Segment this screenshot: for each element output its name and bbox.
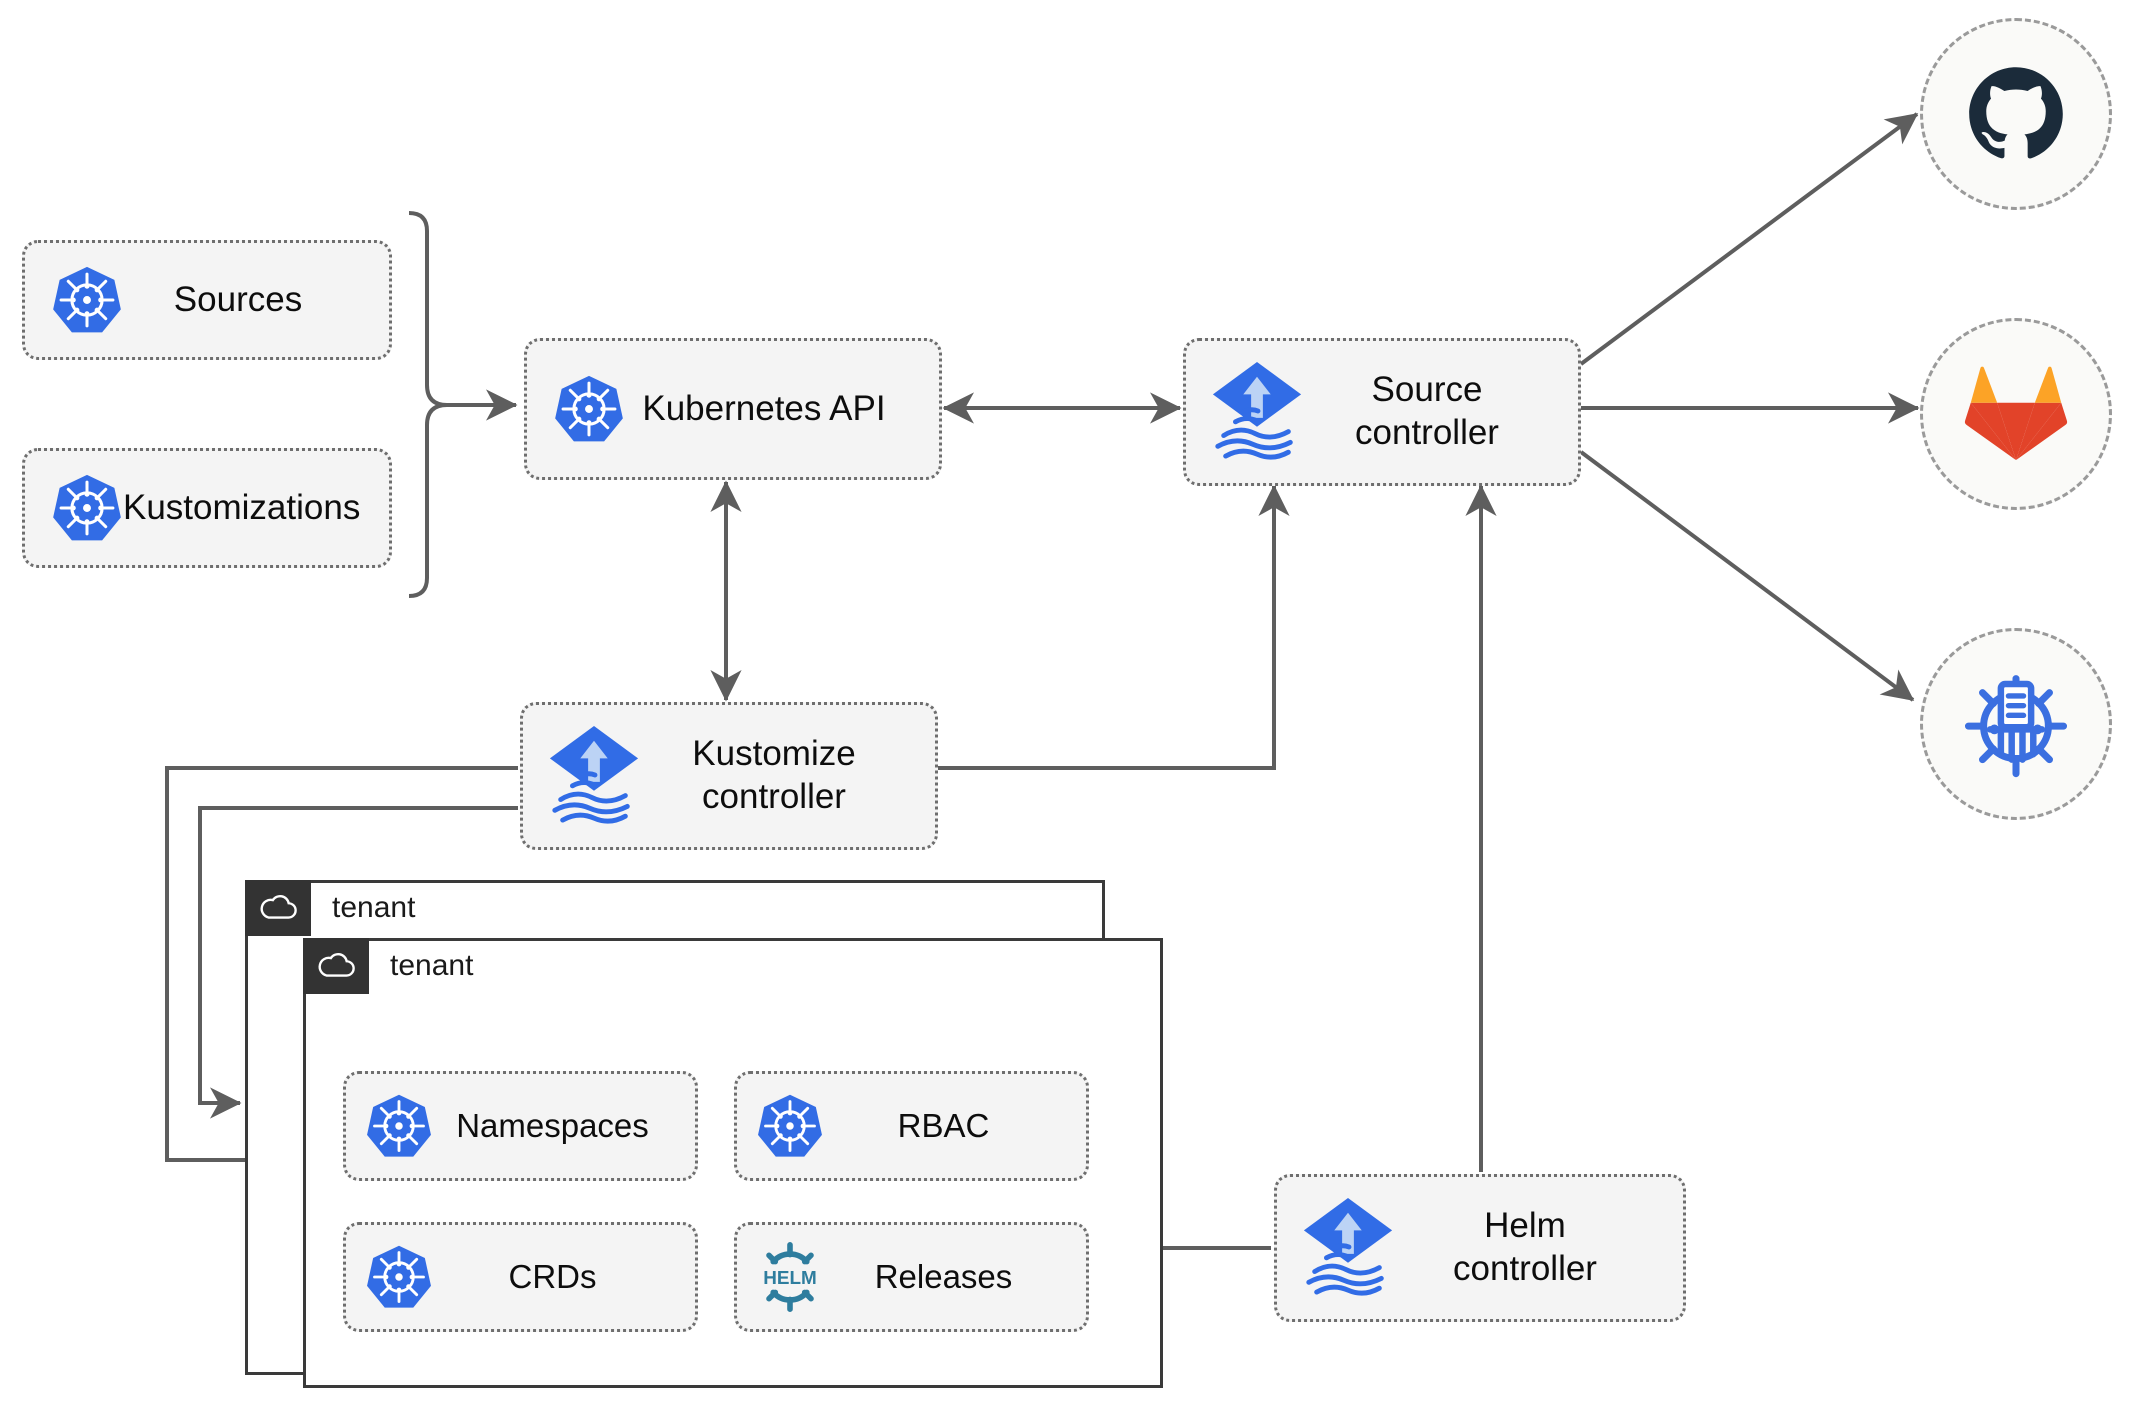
node-label-line1: Source [1371, 370, 1483, 410]
tenant-resource-crds[interactable]: CRDs [343, 1222, 698, 1332]
node-source-controller[interactable]: Source controller [1183, 338, 1581, 486]
kubernetes-icon [51, 472, 123, 544]
tenant-resource-rbac[interactable]: RBAC [734, 1071, 1089, 1181]
tenant-resource-label: RBAC [897, 1106, 990, 1144]
edge-kustomize-to-source-controller [937, 484, 1290, 770]
edge-kustomize-to-tenant-back [165, 766, 518, 1176]
tenant-name: tenant [332, 891, 416, 924]
node-label-line2: controller [702, 777, 846, 816]
tenant-resource-label: CRDs [508, 1257, 597, 1295]
helm-icon: HELM [755, 1242, 825, 1312]
node-label-source-controller: Source controller [1306, 369, 1568, 454]
tenant-name: tenant [390, 949, 474, 982]
svg-text:HELM: HELM [763, 1268, 817, 1289]
node-helm-controller[interactable]: Helm controller [1274, 1174, 1686, 1322]
resources-brace [408, 211, 448, 598]
resource-label-kustomizations: Kustomizations [123, 487, 361, 527]
tenant-resource-label: Releases [874, 1257, 1013, 1295]
node-label-line2: controller [1355, 413, 1499, 452]
flux-icon [545, 722, 643, 830]
edge-source-to-helm-registry [1579, 450, 1915, 702]
tenant-resource-releases[interactable]: HELM Releases [734, 1222, 1089, 1332]
resource-box-kustomizations[interactable]: Kustomizations [22, 448, 392, 568]
node-label-kustomize-controller: Kustomize controller [643, 733, 925, 818]
node-label-line2: controller [1453, 1249, 1597, 1288]
github-icon [1969, 67, 2063, 159]
node-label-kubernetes-api: Kubernetes API [642, 388, 886, 428]
tenant-panel-front[interactable]: tenant [303, 938, 1163, 1388]
node-label-line1: Kustomize [692, 734, 856, 774]
kubernetes-icon [553, 373, 625, 445]
edge-kustomize-to-tenant-front [198, 806, 518, 1119]
gitlab-icon [1964, 366, 2068, 461]
flux-icon [1299, 1194, 1397, 1302]
repo-gitlab[interactable] [1920, 318, 2112, 510]
node-kustomize-controller[interactable]: Kustomize controller [520, 702, 938, 850]
resource-box-sources[interactable]: Sources [22, 240, 392, 360]
resource-label-sources: Sources [173, 279, 303, 319]
kubernetes-icon [755, 1091, 825, 1161]
kubernetes-icon [364, 1242, 434, 1312]
kubernetes-icon [51, 264, 123, 336]
node-label-helm-controller: Helm controller [1397, 1205, 1673, 1290]
helm-repository-icon [1964, 675, 2068, 778]
cloud-icon [318, 952, 355, 977]
cloud-icon [260, 894, 297, 919]
tenant-tab [245, 880, 311, 936]
tenant-resource-namespaces[interactable]: Namespaces [343, 1071, 698, 1181]
repo-github[interactable] [1920, 18, 2112, 210]
edge-source-to-github [1579, 112, 1919, 366]
tenant-tab [303, 938, 369, 994]
flux-icon [1208, 358, 1306, 466]
node-label-line1: Helm [1484, 1206, 1566, 1246]
tenant-resource-label: Namespaces [456, 1106, 649, 1144]
kubernetes-icon [364, 1091, 434, 1161]
repo-helm-registry[interactable] [1920, 628, 2112, 820]
node-kubernetes-api[interactable]: Kubernetes API [524, 338, 942, 480]
